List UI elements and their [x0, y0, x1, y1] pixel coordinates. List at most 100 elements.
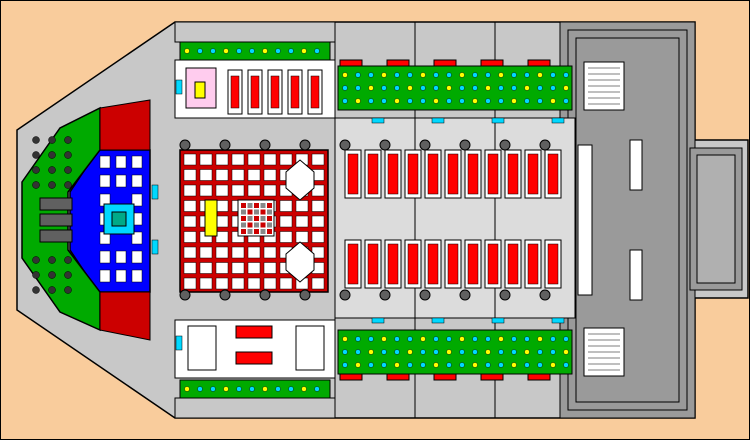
plant-pot-icon	[524, 98, 530, 104]
plant-pot-icon	[433, 72, 439, 78]
pillar-icon	[379, 139, 391, 151]
plant-pot-icon	[498, 98, 504, 104]
plant-pot-icon	[64, 151, 72, 159]
console-pixel	[254, 209, 259, 215]
lounge-tile	[263, 277, 277, 290]
plant-pot-icon	[420, 349, 426, 355]
plant-pot-icon	[368, 85, 374, 91]
plant-pot-icon	[433, 85, 439, 91]
planter-strip	[179, 379, 331, 399]
lounge-tile	[215, 262, 229, 274]
plant-pot-icon	[64, 271, 72, 279]
bottom-corridor	[174, 397, 336, 419]
planter-strips	[179, 41, 573, 399]
plant-pot-icon	[472, 362, 478, 368]
plant-pot-icon	[485, 85, 491, 91]
lounge-tile	[231, 169, 245, 181]
plant-pot-icon	[550, 362, 556, 368]
plant-pot-icon	[48, 136, 56, 144]
plant-pot-icon	[381, 98, 387, 104]
plant-pot-icon	[64, 256, 72, 264]
pillar-icon	[459, 139, 471, 151]
cockpit-tile	[99, 269, 111, 283]
console-pixel	[260, 203, 266, 208]
plant-pot-icon	[420, 72, 426, 78]
stern-hatch-inner	[696, 154, 736, 284]
plant-pot-icon	[223, 386, 229, 392]
lounge-tile	[231, 246, 245, 259]
plant-pot-icon	[459, 98, 465, 104]
planter-rim	[527, 373, 551, 381]
plant-pot-icon	[355, 336, 361, 342]
window-pane	[491, 317, 505, 324]
plant-pot-icon	[342, 72, 348, 78]
plant-pot-icon	[524, 72, 530, 78]
console-pixel	[260, 222, 266, 228]
seat-icon	[387, 153, 399, 195]
lounge-tile	[199, 277, 213, 290]
lounge-tile	[199, 246, 213, 259]
cockpit-tile	[131, 231, 143, 245]
plant-pot-icon	[446, 85, 452, 91]
plant-pot-icon	[537, 349, 543, 355]
lounge-tile	[263, 153, 277, 166]
console-pixel	[247, 203, 253, 208]
plant-pot-icon	[420, 336, 426, 342]
plant-pot-icon	[197, 48, 203, 54]
pillar-icon	[219, 289, 231, 301]
lounge-tile	[199, 262, 213, 274]
plant-pot-icon	[472, 336, 478, 342]
plant-pot-icon	[368, 336, 374, 342]
window-pane	[175, 335, 183, 351]
lounge-tile	[199, 153, 213, 166]
pillar-icon	[419, 289, 431, 301]
planter-rim	[386, 59, 410, 67]
lounge-tile	[231, 153, 245, 166]
lift-shaft-top	[629, 139, 643, 191]
plant-pot-icon	[301, 386, 307, 392]
lounge-column-bottom	[285, 241, 315, 283]
plant-pot-icon	[394, 98, 400, 104]
seat-icon	[447, 153, 459, 195]
cockpit-tile	[131, 269, 143, 283]
lounge-tile	[247, 169, 261, 181]
plant-pot-icon	[262, 386, 268, 392]
pillar-icon	[539, 139, 551, 151]
seat-icon	[447, 243, 459, 285]
plant-pot-icon	[563, 336, 569, 342]
lounge-tile	[263, 169, 277, 181]
lounge-column-top	[285, 159, 315, 201]
seat-icon	[547, 243, 559, 285]
plant-pot-icon	[472, 85, 478, 91]
bow-wing-bottom	[99, 291, 151, 341]
lounge-tile	[215, 169, 229, 181]
plant-pot-icon	[511, 362, 517, 368]
lounge-tile	[311, 200, 325, 212]
seat-icon	[467, 243, 479, 285]
plant-pot-icon	[433, 349, 439, 355]
plant-pot-icon	[32, 151, 40, 159]
lounge-tile	[311, 215, 325, 228]
cockpit-tile	[115, 250, 127, 264]
seat-icon	[250, 75, 260, 109]
lounge-tile	[279, 215, 293, 228]
lounge-tile	[231, 262, 245, 274]
plant-pot-icon	[485, 72, 491, 78]
plant-pot-icon	[394, 362, 400, 368]
pillar-icon	[499, 139, 511, 151]
bottom-galley-right	[295, 325, 325, 371]
window-pane	[371, 317, 385, 324]
plant-pot-icon	[48, 181, 56, 189]
plant-pot-icon	[524, 85, 530, 91]
plant-pot-icon	[472, 72, 478, 78]
planter-rim	[433, 59, 457, 67]
console-pixel	[267, 222, 272, 228]
cockpit-tile	[115, 269, 127, 283]
plant-pot-icon	[64, 181, 72, 189]
lounge-tile	[183, 153, 197, 166]
plant-pot-icon	[210, 386, 216, 392]
nose-bench-3	[39, 229, 73, 243]
plant-pot-icon	[381, 349, 387, 355]
console-pixel	[260, 216, 266, 221]
